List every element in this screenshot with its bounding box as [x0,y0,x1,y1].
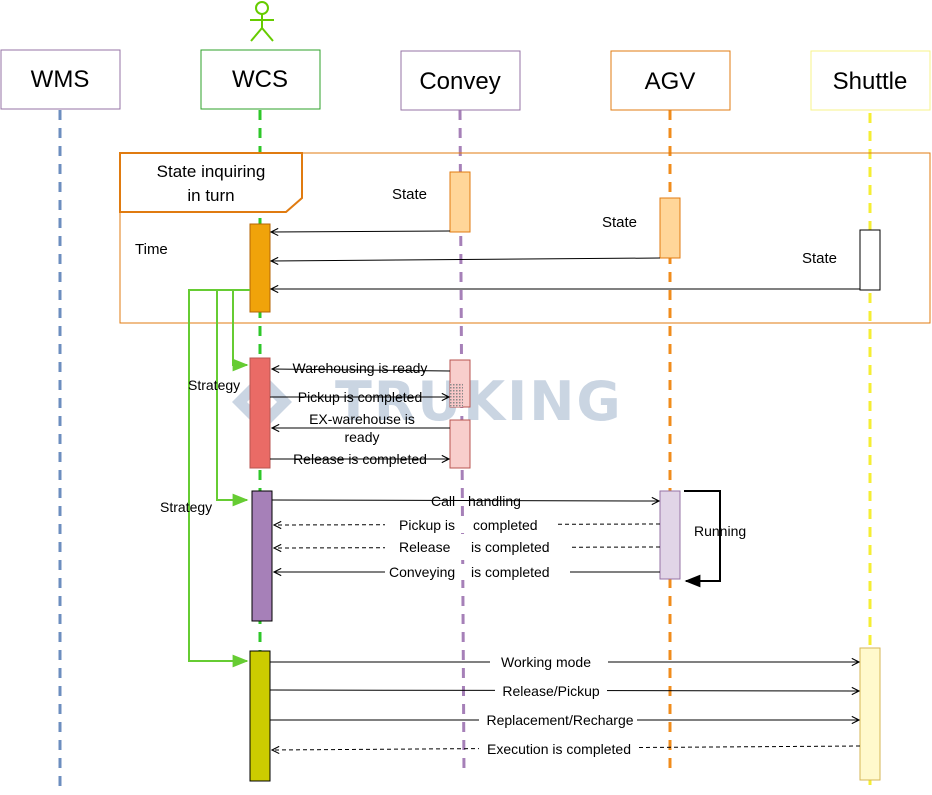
frame-title-line2: in turn [187,186,234,205]
call-handling-arrow [271,500,659,501]
agv-conveying-label-1: Conveying [389,564,455,580]
participant-shuttle-label: Shuttle [833,68,908,95]
shuttle-exec-activation [859,647,881,781]
working-mode-label: Working mode [501,654,591,670]
participant-convey: Convey [400,50,521,111]
convey-pickup-hatch [450,383,463,407]
participant-wcs-label: WCS [232,66,288,93]
shuttle-state-label: State [802,250,837,267]
state-inquiry-frame [119,152,931,324]
wcs-warehouse-activation [249,357,271,469]
wcs-shuttle-activation [249,650,271,782]
watermark-text: TRUKING [335,370,623,433]
working-mode-label-bg [490,654,608,670]
strategy-path-shuttle [188,289,250,668]
agv-conveying-label-bg [385,564,570,580]
agv-pickup-label-bg [385,517,555,533]
wcs-agv-activation [251,490,273,622]
agv-conveying-label-2: is completed [471,564,550,580]
release-completed-label: Release is completed [293,451,427,467]
warehousing-ready-arrow [272,369,451,371]
state-inquiry-frame-tag [119,152,303,213]
participant-wms-label: WMS [31,66,90,93]
ex-warehouse-label-line2: ready [344,429,379,445]
execution-completed-label: Execution is completed [487,741,631,757]
call-label: Call [431,493,455,509]
replacement-label-bg [479,712,637,728]
strategy-label-1: Strategy [188,377,240,393]
convey-warehouse-activation-2 [449,419,471,469]
frame-title-line1: State inquiring [157,162,266,181]
shuttle-state-activation [859,229,881,291]
release-pickup-label-bg [495,683,607,699]
agv-release-label-bg [385,540,570,556]
warehousing-ready-label: Warehousing is ready [293,360,428,376]
agv-pickup-completed-arrow [274,524,661,525]
convey-state-arrow [271,231,451,232]
running-label: Running [694,523,746,539]
wcs-time-activation [249,223,271,313]
participant-agv: AGV [610,50,731,111]
agv-pickup-label-1: Pickup is [399,517,455,533]
participant-convey-label: Convey [419,68,500,95]
running-self-loop [684,490,721,588]
watermark-logo-icon [232,372,292,432]
convey-state-activation [449,171,471,233]
agv-state-activation [659,197,681,259]
participant-wcs: WCS [200,49,321,110]
convey-state-label: State [392,186,427,203]
strategy-path-convey [232,290,249,372]
ex-warehouse-label-line1: EX-warehouse is [309,411,415,427]
wcs-actor-icon [250,1,274,42]
execution-label-bg [479,741,639,757]
pickup-completed-label: Pickup is completed [298,389,423,405]
time-label: Time [135,241,168,258]
agv-state-label: State [602,214,637,231]
replacement-recharge-label: Replacement/Recharge [486,712,633,728]
agv-pickup-label-2: completed [473,517,538,533]
release-pickup-label: Release/Pickup [502,683,599,699]
agv-release-label-2: is completed [471,539,550,555]
agv-running-activation [659,490,681,580]
watermark: TRUKING [232,370,623,433]
agv-release-label-1: Release [399,539,451,555]
agv-release-completed-arrow [274,547,661,548]
participant-wms: WMS [0,49,121,110]
handling-label: handling [468,493,521,509]
participant-agv-label: AGV [645,68,696,95]
strategy-label-2: Strategy [160,499,212,515]
participant-shuttle: Shuttle [810,50,931,111]
agv-state-arrow [271,258,661,261]
